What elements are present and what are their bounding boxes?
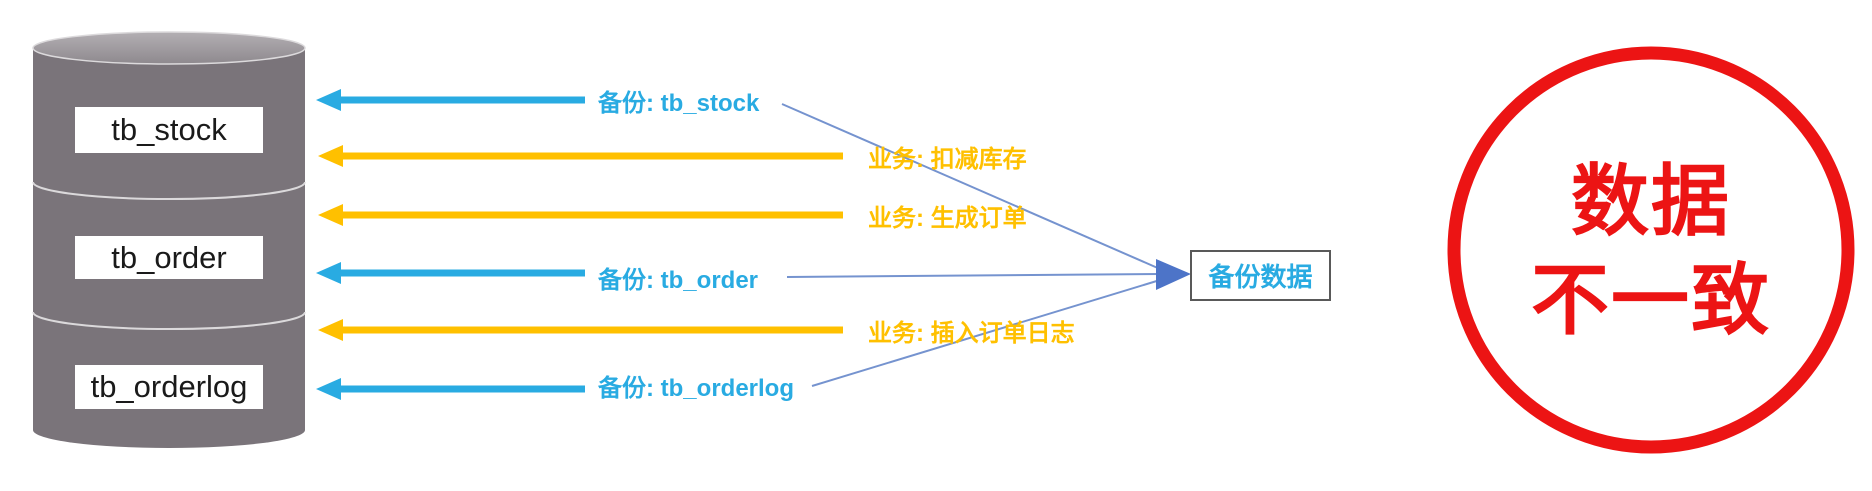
arrowhead-left-icon: [318, 319, 343, 341]
backup-label-stock: 备份: tb_stock: [598, 89, 760, 117]
backup-label-orderlog: 备份: tb_orderlog: [598, 374, 794, 402]
table-label-tb-order: tb_order: [75, 236, 263, 279]
backup-arrow-order: [316, 262, 585, 284]
backup-arrow-stock: [316, 89, 585, 111]
business-label-insert-orderlog: 业务: 插入订单日志: [868, 319, 1075, 347]
business-label-create-order: 业务: 生成订单: [868, 204, 1027, 232]
cylinder-divider-2: [32, 311, 306, 330]
alert-text-line1: 数据: [1570, 157, 1731, 245]
connector-line-orderlog: [811, 279, 1161, 387]
business-arrow-deduct-stock: [318, 145, 843, 167]
arrowhead-left-icon: [316, 262, 341, 284]
business-label-deduct-stock: 业务: 扣减库存: [868, 145, 1027, 173]
arrowhead-left-icon: [316, 89, 341, 111]
alert-text-line2: 不一致: [1530, 256, 1771, 344]
backup-label-order: 备份: tb_order: [598, 266, 759, 294]
business-arrow-create-order: [318, 204, 843, 226]
arrowhead-left-icon: [318, 145, 343, 167]
alert-text: 数据 不一致: [1451, 152, 1851, 350]
arrowhead-right-icon: [1156, 259, 1191, 290]
backup-data-box: 备份数据: [1190, 250, 1331, 301]
table-label-tb-orderlog: tb_orderlog: [75, 365, 263, 409]
cylinder-top-ellipse: [32, 31, 306, 65]
business-arrow-insert-orderlog: [318, 319, 843, 341]
arrowhead-left-icon: [316, 378, 341, 400]
connector-line-order: [786, 273, 1161, 278]
table-label-tb-stock: tb_stock: [75, 107, 263, 153]
alert-circle: [1447, 46, 1855, 454]
backup-arrow-orderlog: [316, 378, 585, 400]
cylinder-divider-1: [32, 181, 306, 200]
connector-line-stock: [781, 103, 1161, 270]
arrowhead-left-icon: [318, 204, 343, 226]
